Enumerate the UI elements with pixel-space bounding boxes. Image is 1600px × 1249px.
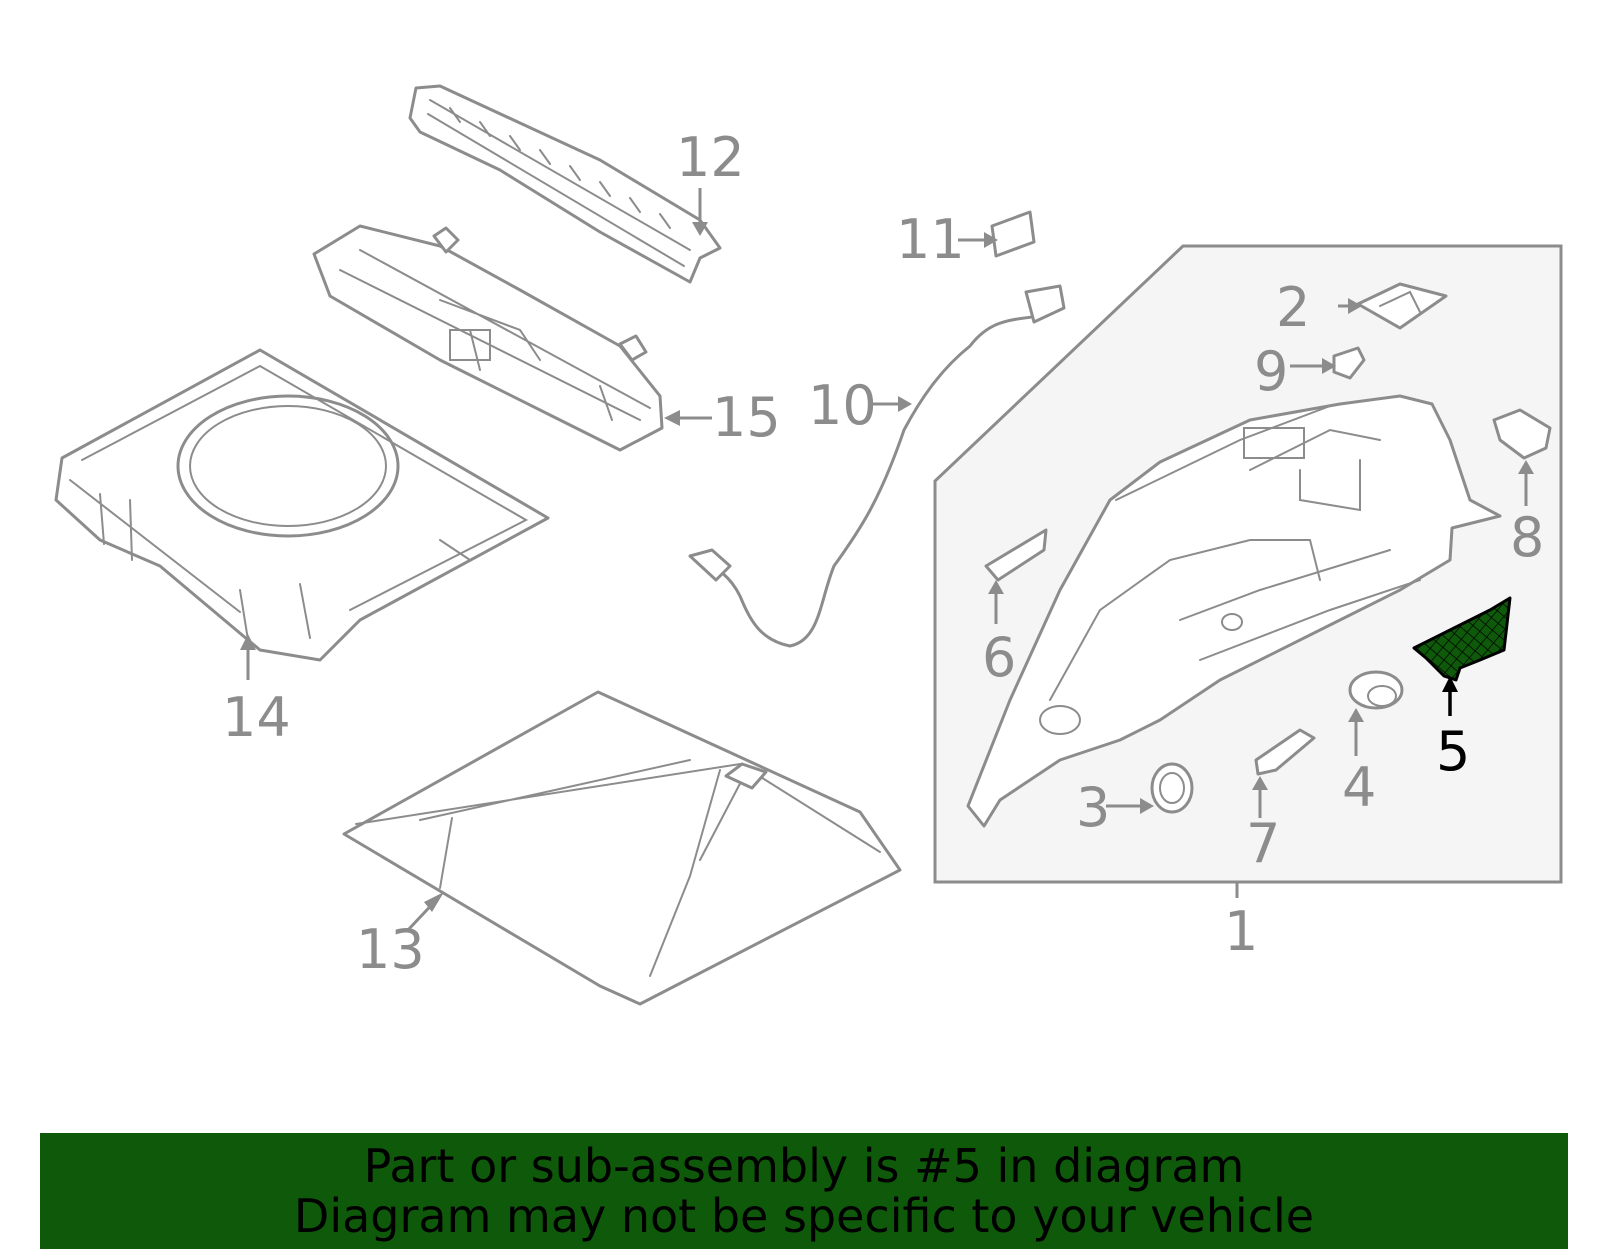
- part-9-bracket[interactable]: [1290, 346, 1366, 380]
- callout-12: 12: [676, 126, 745, 189]
- part-12-sill-plate[interactable]: [408, 84, 722, 284]
- callout-1: 1: [1224, 900, 1258, 963]
- banner-line-disclaimer: Diagram may not be specific to your vehi…: [293, 1189, 1315, 1243]
- callout-9: 9: [1254, 340, 1288, 403]
- info-banner: Part or sub-assembly is #5 in diagram Di…: [40, 1133, 1568, 1249]
- leader-12: [692, 188, 708, 236]
- part-7-lamp[interactable]: [1252, 728, 1316, 818]
- part-3-plug[interactable]: [1106, 762, 1194, 814]
- part-5-cargo-net[interactable]: [1412, 596, 1512, 716]
- leader-15: [664, 410, 712, 426]
- part-1-quarter-trim[interactable]: [966, 394, 1502, 828]
- callout-11: 11: [896, 208, 965, 271]
- callout-7: 7: [1246, 812, 1280, 875]
- callout-14: 14: [222, 686, 291, 749]
- part-4-socket[interactable]: [1348, 670, 1404, 756]
- parts-diagram: 12 11 15 10 14 13 2 9 8 6 4 5 7 3 1: [54, 84, 1563, 1006]
- callout-8: 8: [1510, 506, 1544, 569]
- callout-15: 15: [712, 386, 781, 449]
- banner-line-part: Part or sub-assembly is #5 in diagram: [363, 1139, 1245, 1193]
- callout-6: 6: [982, 626, 1016, 689]
- part-6-hook[interactable]: [984, 528, 1048, 624]
- part-15-rear-panel[interactable]: [312, 224, 664, 452]
- part-2-cover[interactable]: [1338, 282, 1448, 330]
- part-14-spare-tire-tray[interactable]: [54, 348, 550, 680]
- callout-3: 3: [1076, 776, 1110, 839]
- part-10-cable[interactable]: [688, 284, 1066, 648]
- callout-2: 2: [1276, 276, 1310, 339]
- part-13-floor-cover[interactable]: [342, 690, 902, 1006]
- callout-10: 10: [808, 374, 877, 437]
- part-8-fastener[interactable]: [1492, 408, 1552, 506]
- part-11-clip[interactable]: [958, 210, 1036, 258]
- callout-4: 4: [1342, 756, 1376, 819]
- callout-5: 5: [1436, 720, 1470, 783]
- callout-13: 13: [356, 918, 425, 981]
